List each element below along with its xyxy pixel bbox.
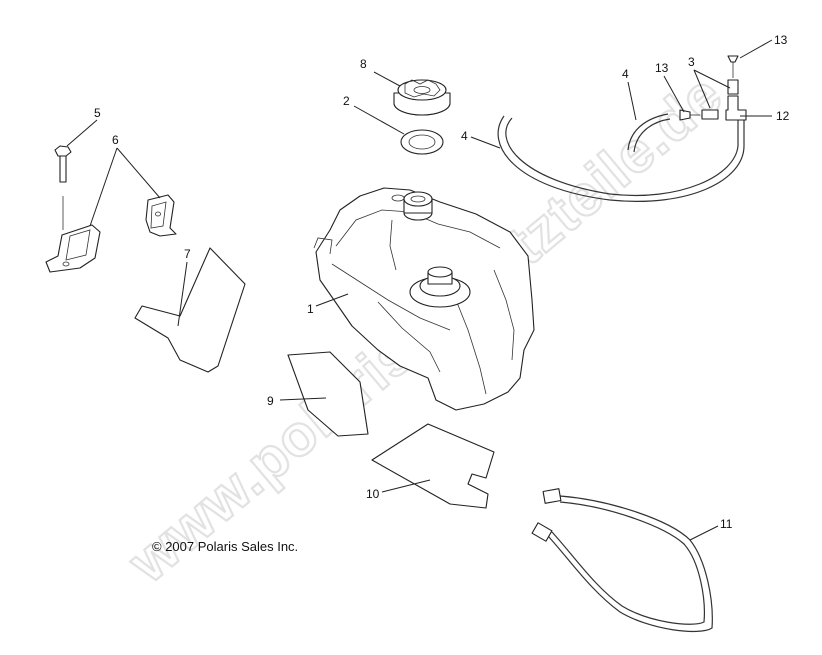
callout-10: 10 [366,487,380,501]
callout-2: 2 [343,94,350,108]
callout-13b: 13 [774,33,788,47]
fuel-tank-part [313,187,535,411]
bracket-right-part [145,194,177,237]
callout-6: 6 [112,133,119,147]
callout-12: 12 [776,109,790,123]
callout-7: 7 [184,247,191,261]
gasket-part [400,129,444,155]
callout-8: 8 [360,57,367,71]
wiring-harness-part [531,488,713,633]
callout-4b: 4 [622,67,629,81]
callout-9: 9 [267,394,274,408]
callout-13a: 13 [655,61,669,75]
fittings-part [679,55,747,121]
flat-pad-part [287,351,369,437]
bolt-part [54,145,72,230]
callout-1: 1 [307,302,314,316]
hose-part [497,112,745,202]
callout-4a: 4 [461,129,468,143]
bracket-left-part [45,224,101,273]
callout-11: 11 [720,517,733,531]
l-pad-part [134,247,246,373]
fuel-cap-part [393,79,451,116]
leader-lines [66,39,773,541]
callout-5: 5 [94,106,101,120]
copyright-text: © 2007 Polaris Sales Inc. [152,539,298,554]
bottom-plate-part [371,423,495,509]
callout-3: 3 [688,55,695,69]
